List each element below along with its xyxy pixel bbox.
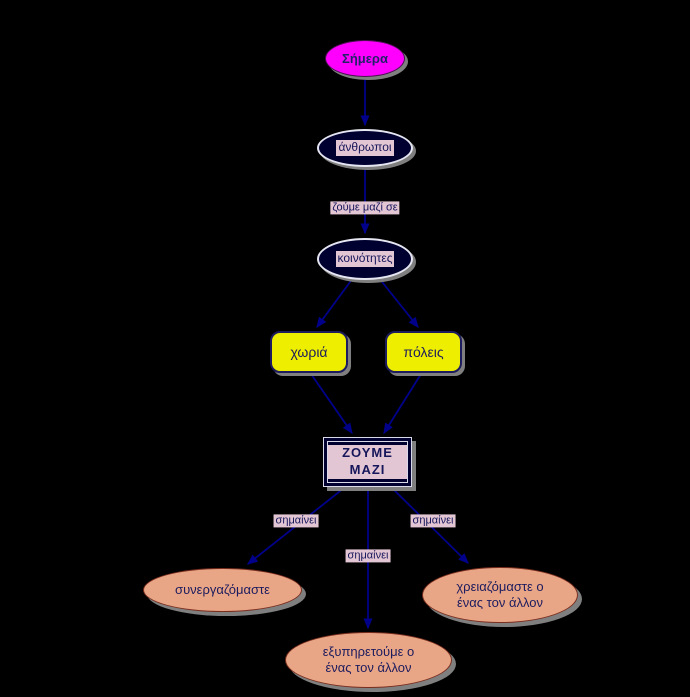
node-simera: Σήμερα xyxy=(325,40,405,77)
node-chreiazomaste: χρειαζόμαστε ο ένας τον άλλον xyxy=(422,567,578,623)
node-exypiretoume: εξυπηρετούμε ο ένας τον άλλον xyxy=(285,632,452,688)
node-zoume-mazi-inner: ΖΟΥΜΕ ΜΑΖΙ xyxy=(327,441,408,483)
edge-koinotites-choria xyxy=(316,277,354,329)
node-koinotites-label: κοινότητες xyxy=(335,251,395,267)
link-label-simainei-left: σημαίνει xyxy=(273,514,319,528)
node-poleis-label: πόλεις xyxy=(403,344,444,360)
node-simera-label: Σήμερα xyxy=(342,51,388,66)
edge-koinotites-poleis xyxy=(378,277,419,328)
node-exypiretoume-label: εξυπηρετούμε ο ένας τον άλλον xyxy=(322,643,415,675)
link-label-zoume-mazi-se: ζούμε μαζί σε xyxy=(330,201,400,215)
node-synergazomaste: συνεργαζόμαστε xyxy=(143,568,302,612)
edge-choria-zoume xyxy=(310,373,353,435)
link-label-simainei-right: σημαίνει xyxy=(410,514,456,528)
node-choria-label: χωριά xyxy=(290,344,328,360)
node-koinotites: κοινότητες xyxy=(317,238,413,280)
edge-poleis-zoume xyxy=(383,373,422,435)
node-zoume-mazi-label: ΖΟΥΜΕ ΜΑΖΙ xyxy=(328,445,407,479)
node-synergazomaste-label: συνεργαζόμαστε xyxy=(175,581,270,597)
node-choria: χωριά xyxy=(270,331,348,373)
node-poleis: πόλεις xyxy=(385,331,462,373)
node-zoume-mazi: ΖΟΥΜΕ ΜΑΖΙ xyxy=(323,437,412,487)
link-label-simainei-middle: σημαίνει xyxy=(345,549,391,563)
node-chreiazomaste-label: χρειαζόμαστε ο ένας τον άλλον xyxy=(456,578,544,610)
node-anthropoi-label: άνθρωποι xyxy=(336,140,394,156)
node-anthropoi: άνθρωποι xyxy=(317,129,413,167)
